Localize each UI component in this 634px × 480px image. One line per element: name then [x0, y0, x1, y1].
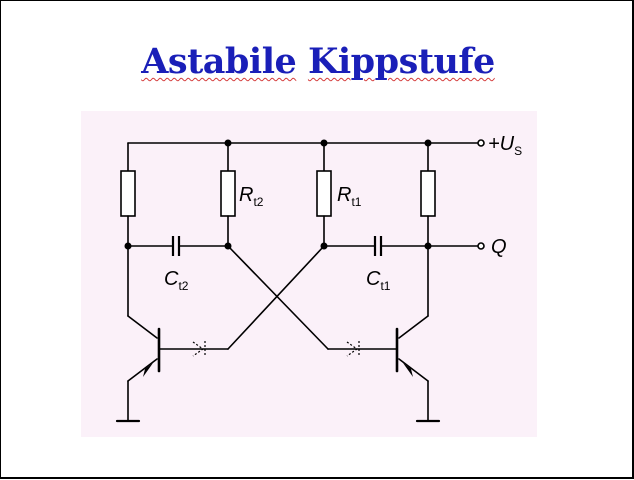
junction-dot [320, 139, 328, 147]
supply-label: +US [488, 133, 522, 158]
output-terminal [477, 242, 485, 250]
diode-marker-right [346, 341, 359, 357]
collector-resistor-right [420, 170, 436, 217]
cross-wire-2 [227, 245, 325, 350]
collector-resistor-left [120, 170, 136, 217]
junction-dot [320, 242, 328, 250]
junction-dot [424, 242, 432, 250]
junction-dot [424, 139, 432, 147]
label-ct1: Ct1 [366, 268, 391, 293]
label-ct2: Ct2 [164, 268, 189, 293]
junction-dot [124, 242, 132, 250]
emitter-arrow-right [403, 363, 413, 377]
output-label: Q [491, 236, 507, 258]
title-word-astabile: Astabile [141, 41, 297, 82]
junction-dot [224, 242, 232, 250]
supply-terminal [477, 139, 485, 147]
diode-marker-left [192, 341, 205, 357]
cross-wire-1 [227, 245, 329, 350]
resistor-rt2 [220, 170, 236, 217]
title-word-kippstufe: Kippstufe [307, 41, 495, 82]
schematic-panel [81, 111, 537, 437]
label-rt1: Rt1 [337, 184, 362, 209]
junction-dot [224, 139, 232, 147]
slide-title: Astabile Kippstufe [1, 41, 634, 82]
resistor-rt1 [316, 170, 332, 217]
emitter-arrow-left [143, 363, 153, 377]
label-rt2: Rt2 [239, 184, 264, 209]
